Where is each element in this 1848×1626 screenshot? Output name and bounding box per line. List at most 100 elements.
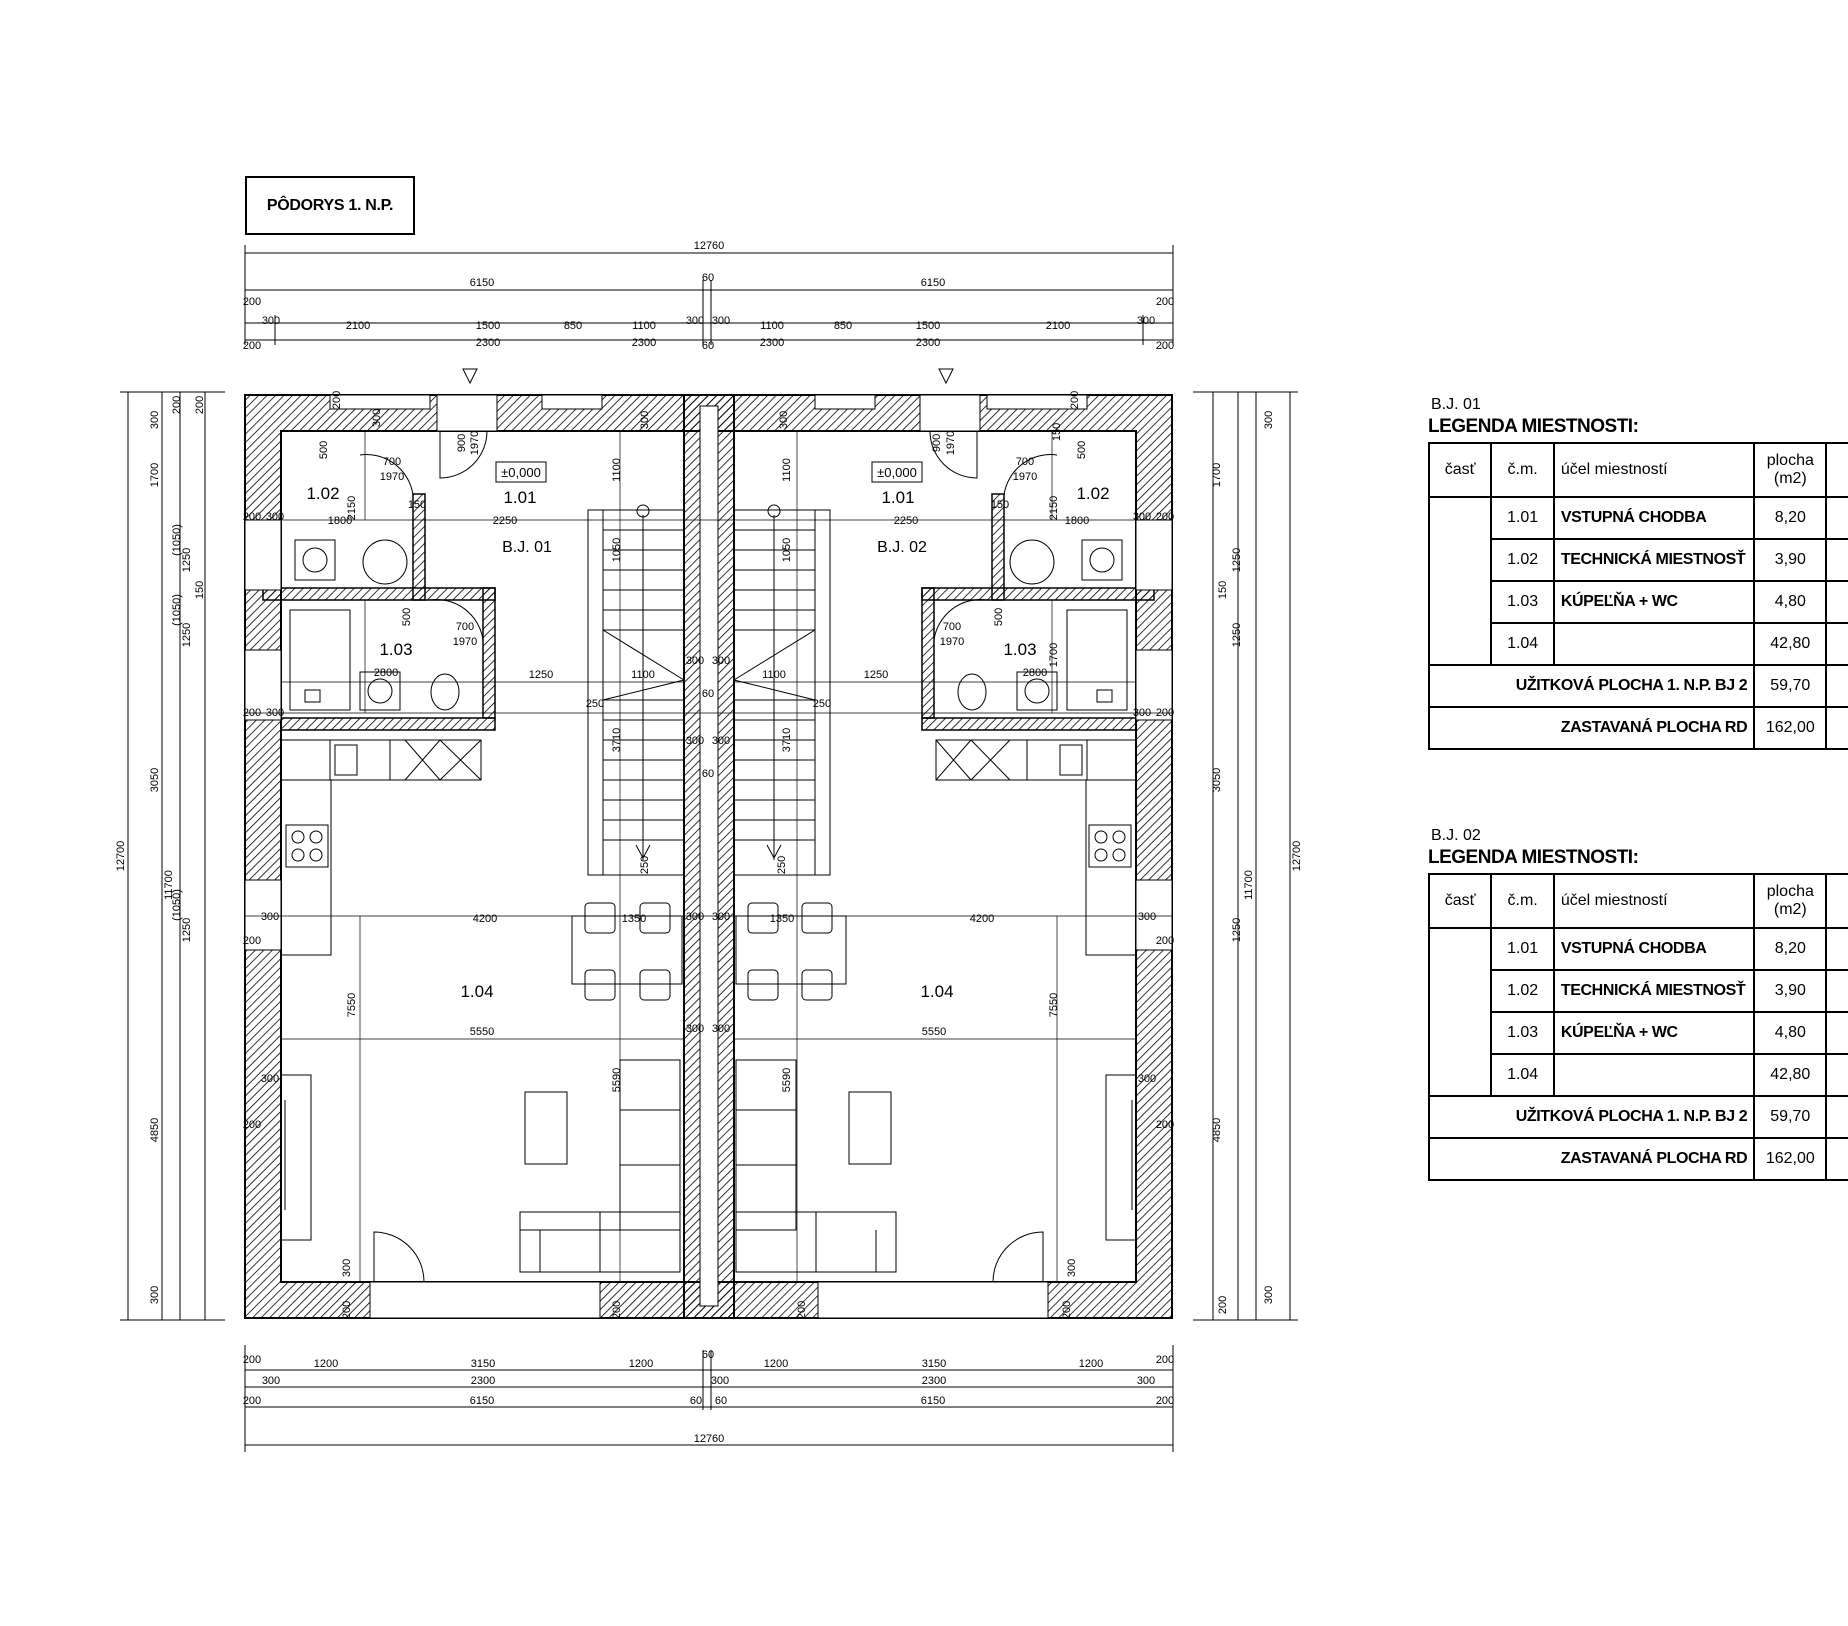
dim: 2300 xyxy=(922,1375,946,1387)
dim: 300 xyxy=(1066,1259,1078,1277)
drawing-title: PÔDORYS 1. N.P. xyxy=(245,176,415,235)
table-row: 1.01 VSTUPNÁ CHODBA 8,20 xyxy=(1427,927,1848,1097)
dim: 150 xyxy=(408,499,426,511)
legend-title: LEGENDA MIESTNOSTI: xyxy=(1428,416,1639,437)
dim: 300 xyxy=(149,411,161,429)
dim: 2150 xyxy=(346,496,358,520)
dim: 2800 xyxy=(1023,667,1047,679)
header-cm: č.m. xyxy=(1490,442,1555,498)
dim: 3150 xyxy=(922,1358,946,1370)
table-row: 1.03 KÚPEĽŇA + WC 4,80 xyxy=(1429,1011,1848,1055)
dim: 300 xyxy=(262,315,280,327)
dim: 1250 xyxy=(529,669,553,681)
dim: 250 xyxy=(813,698,831,710)
dim: 60 xyxy=(690,1395,702,1407)
dim: 300 xyxy=(1263,411,1275,429)
dim: 1200 xyxy=(764,1358,788,1370)
dim: 300 xyxy=(1263,1286,1275,1304)
dim: (1050) xyxy=(171,594,183,626)
room-label-1-04: 1.04 xyxy=(920,982,953,1001)
dim: 200 xyxy=(243,296,261,308)
dim: 200 xyxy=(796,1301,808,1319)
bottom-dimension-labels: 200 1200 3150 1200 60 1200 3150 1200 200… xyxy=(243,1349,1174,1445)
room-label-1-02: 1.02 xyxy=(306,484,339,503)
dim: 300 xyxy=(261,1073,279,1085)
dim: 500 xyxy=(318,441,330,459)
dim: 11700 xyxy=(1243,870,1255,900)
dim: 200 xyxy=(1156,707,1174,719)
dim: 3710 xyxy=(781,728,793,752)
dim: 700 xyxy=(1016,456,1034,468)
header-plocha: plocha (m2) xyxy=(1753,873,1828,929)
dim: 3050 xyxy=(1211,768,1223,792)
dim: 6150 xyxy=(470,1395,494,1407)
dim: 1500 xyxy=(476,320,500,332)
dim: (1050) xyxy=(171,524,183,556)
top-dimension-labels: 12760 6150 60 6150 200 300 2100 1500 850… xyxy=(243,240,1174,352)
dim: 1250 xyxy=(1231,548,1243,572)
dim: 300 xyxy=(1138,911,1156,923)
legend-table: časť č.m. účel miestností plocha (m2) 1.… xyxy=(1427,873,1848,1181)
internal-dimension-labels: 700 1970 500 2150 1800 2250 1100 1050 15… xyxy=(243,391,1174,1319)
dim: 500 xyxy=(993,608,1005,626)
dim: 300 xyxy=(686,315,704,327)
header-cm: č.m. xyxy=(1490,873,1555,929)
dim: 1970 xyxy=(940,636,964,648)
dim: 60 xyxy=(702,688,714,700)
dim: 60 xyxy=(702,340,714,352)
header-cast: časť xyxy=(1427,442,1493,498)
dim: 200 xyxy=(1156,511,1174,523)
dim-half-right-top: 6150 xyxy=(921,277,945,289)
dim: 200 xyxy=(1156,340,1174,352)
dim: 6150 xyxy=(921,1395,945,1407)
dim: 300 xyxy=(711,1375,729,1387)
outer-walls xyxy=(244,394,1173,1319)
dim: 1250 xyxy=(181,548,193,572)
dim: 200 xyxy=(1156,935,1174,947)
legend-title: LEGENDA MIESTNOSTI: xyxy=(1428,847,1639,868)
dim: 300 xyxy=(778,411,790,429)
dim: 1970 xyxy=(945,431,957,455)
level-mark-left: ±0,000 xyxy=(495,461,547,483)
side-dimension-labels: 12700 11700 300 1700 1250 1250 3050 1250… xyxy=(115,396,1303,1314)
table-row: 1.04 42,80 xyxy=(1429,622,1848,666)
inner-walls xyxy=(262,493,1155,731)
dim: 300 xyxy=(712,315,730,327)
bottom-dimensions xyxy=(244,1345,1174,1452)
dim: 2250 xyxy=(493,515,517,527)
unit-label-bj-02: B.J. 02 xyxy=(877,539,927,556)
dim: 200 xyxy=(243,340,261,352)
dim: 2150 xyxy=(1048,496,1060,520)
dim: 11700 xyxy=(163,870,175,900)
dim: 300 xyxy=(1133,707,1151,719)
dim: 12700 xyxy=(1291,841,1303,872)
side-dimensions xyxy=(120,391,1298,1321)
dim: 7550 xyxy=(346,993,358,1017)
entrance-marker-icon xyxy=(938,368,954,385)
dim: 1250 xyxy=(864,669,888,681)
dim: 500 xyxy=(1076,441,1088,459)
dim: 1700 xyxy=(1048,643,1060,667)
dim: 1200 xyxy=(629,1358,653,1370)
dim: 4850 xyxy=(149,1118,161,1142)
dim: 250 xyxy=(639,856,651,874)
table-row: 1.02 TECHNICKÁ MIESTNOSŤ 3,90 xyxy=(1429,969,1848,1013)
entrance-marker-icon xyxy=(462,368,478,385)
legend-header-row: časť č.m. účel miestností plocha (m2) xyxy=(1427,442,1848,498)
dim: 1700 xyxy=(1211,463,1223,487)
room-labels: 1.01 1.02 1.03 1.04 1.01 1.02 1.03 1.04 xyxy=(306,484,1109,1001)
total-row: ZASTAVANÁ PLOCHA RD 162,00 xyxy=(1427,706,1848,750)
legend-unit-label: B.J. 01 xyxy=(1431,396,1481,413)
unit-label-bj-01: B.J. 01 xyxy=(502,539,552,556)
dim: 200 xyxy=(1156,1395,1174,1407)
dim: 1800 xyxy=(328,515,352,527)
dim: 3050 xyxy=(149,768,161,792)
svg-text:±0,000: ±0,000 xyxy=(877,465,917,480)
dim: 300 xyxy=(686,735,704,747)
dim: 2100 xyxy=(346,320,370,332)
dim: 1100 xyxy=(781,458,793,482)
dim: 200 xyxy=(243,511,261,523)
table-row: 1.02 TECHNICKÁ MIESTNOSŤ 3,90 xyxy=(1429,538,1848,582)
doors xyxy=(359,430,1058,1283)
